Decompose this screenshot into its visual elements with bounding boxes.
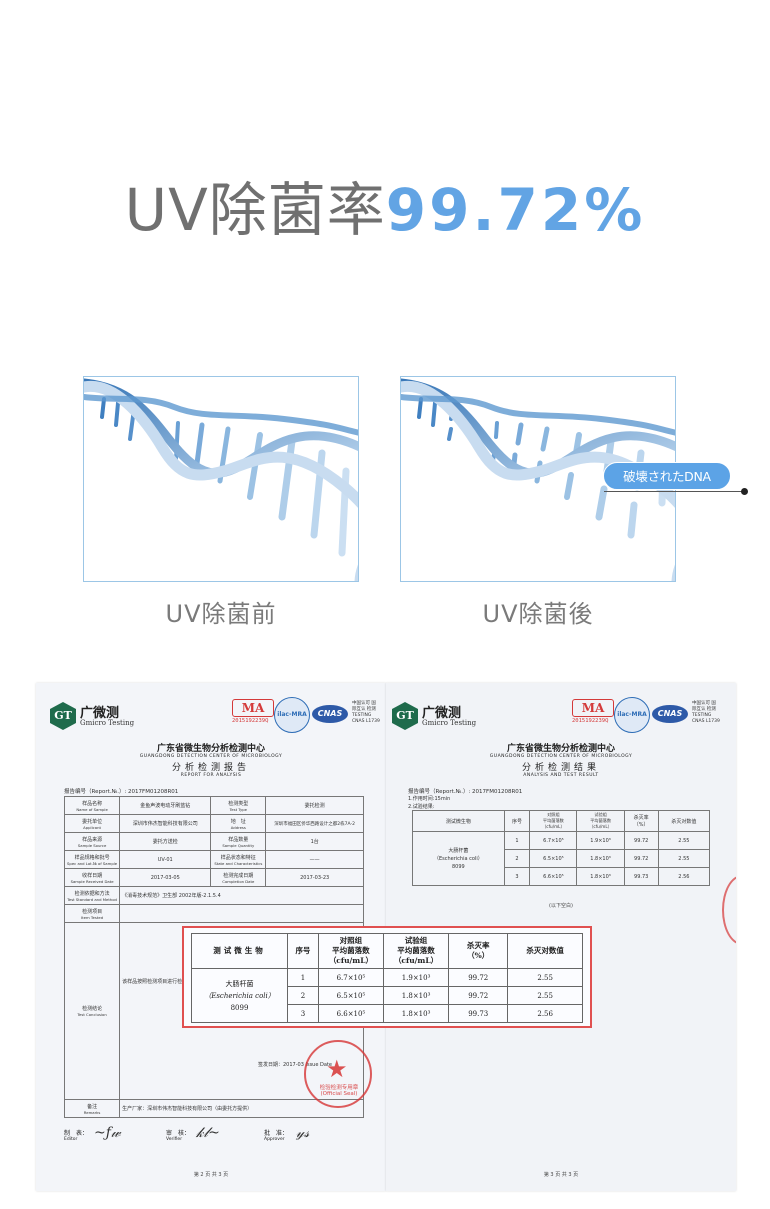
table-row: 3 6.6×10⁵ 1.8×10³ 99.73 2.56: [192, 1004, 583, 1023]
result-table-small: 测试微生物 序号 对照组 平均菌落数 （cfu/mL） 试验组 平均菌落数 （c…: [412, 810, 711, 886]
center-title-en: GUANGDONG DETECTION CENTER OF MICROBIOLO…: [489, 754, 633, 759]
gt-logo-icon: GT: [392, 702, 418, 730]
logo-cn: 广微测: [80, 706, 120, 721]
headline-prefix: UV除菌率: [124, 176, 386, 244]
verifier-label: 审 核：Verifier: [166, 1130, 191, 1142]
center-title: 广东省微生物分析检测中心: [156, 744, 265, 754]
cnas-caption: 中国认可 国际互认 检测 TESTING CNAS L1739: [352, 701, 380, 724]
ilac-mra-icon: ilac-MRA: [274, 697, 310, 733]
ma-cert-icon: MA: [572, 699, 614, 717]
result-table: 测试微生物 序号 对照组 平均菌落数 （cfu/mL） 试验组 平均菌落数 （c…: [190, 933, 583, 1023]
header-no: 序号: [287, 933, 319, 969]
result-heading: 2.试验结果:: [408, 804, 435, 810]
logo-en: Gmicro Testing: [422, 719, 477, 727]
table-row: 大肠杆菌（Escherichia coli）8099 1 6.7×10⁵ 1.9…: [190, 968, 583, 1023]
dna-after-image: [400, 376, 676, 582]
ma-cert-icon: MA: [232, 699, 274, 717]
approver-label: 批 准：Approver: [264, 1130, 289, 1142]
caption-after: UV除菌後: [482, 600, 594, 628]
header-kill-rate: 杀灭率 （%）: [448, 933, 509, 969]
logo-en: Gmicro Testing: [80, 719, 135, 727]
highlighted-result-table: 测试微生物 序号 对照组 平均菌落数 （cfu/mL） 试验组 平均菌落数 （c…: [182, 926, 592, 1028]
dna-before-image: [83, 376, 359, 582]
seal-star-icon: ★: [326, 1055, 348, 1083]
cnas-caption: 中国认可 国际互认 检测 TESTING CNAS L1739: [692, 701, 720, 724]
below-blank-note: (以下空白): [549, 903, 573, 909]
edge-seal-icon: [722, 875, 736, 945]
official-seal-icon: [304, 1040, 372, 1108]
report-subtitle: 分析检测结果: [521, 763, 600, 773]
center-title: 广东省微生物分析检测中心: [506, 744, 615, 754]
page-number: 第 2 页 共 3 页: [193, 1172, 229, 1178]
header-organism: 测试微生物: [190, 933, 289, 969]
ma-number: 2015192239Q: [232, 718, 269, 724]
badge-leader-line: [604, 491, 744, 492]
header-log: 杀灭对数值: [507, 933, 583, 969]
broken-dna-badge: 破壊されたDNA: [603, 462, 731, 490]
report-subtitle: 分析检测报告: [171, 763, 250, 773]
organism-cell: 大肠杆菌（Escherichia coli）8099: [190, 968, 289, 1023]
cnas-icon: CNAS: [312, 705, 348, 723]
table-header-row: 测试微生物 序号 对照组 平均菌落数 （cfu/mL） 试验组 平均菌落数 （c…: [190, 933, 583, 969]
report-subtitle-en: ANALYSIS AND TEST RESULT: [523, 773, 599, 778]
report-number: 报告编号（Report.№.）: 2017FM01208R01: [408, 789, 523, 795]
table-row: 3 6.6×10⁵ 1.8×10³ 99.73 2.56: [413, 867, 711, 886]
header-test: 试验组 平均菌落数 （cfu/mL）: [382, 933, 450, 969]
cnas-icon: CNAS: [652, 705, 688, 723]
dna-helix-intact: [84, 378, 358, 581]
seal-text: 检验检测专用章(Official Seal): [319, 1085, 359, 1097]
center-title-en: GUANGDONG DETECTION CENTER OF MICROBIOLO…: [139, 754, 283, 759]
table-row: 测试微生物 序号 对照组 平均菌落数 （cfu/mL） 试验组 平均菌落数 （c…: [412, 810, 711, 832]
header-control: 对照组 平均菌落数 （cfu/mL）: [317, 933, 384, 969]
editor-label: 制 表：Editor: [64, 1130, 89, 1142]
exposure-time: 1.作用时间:15min: [408, 796, 451, 802]
ma-number: 2015192239Q: [572, 718, 609, 724]
gt-logo-icon: GT: [50, 702, 76, 730]
approver-signature-icon: 𝓎𝓈: [296, 1125, 310, 1141]
report-number: 报告编号（Report.№.）: 2017FM01208R01: [64, 789, 179, 795]
page-number: 第 3 页 共 3 页: [543, 1172, 579, 1178]
badge-leader-dot: [741, 488, 748, 495]
caption-before: UV除菌前: [165, 600, 277, 628]
editor-signature-icon: ~ƒ𝓌: [94, 1125, 121, 1141]
headline-rate: 99.72%: [385, 176, 646, 244]
table-row: 大肠杆菌（Escherichia coli）8099 1 6.7×10⁵ 1.9…: [412, 831, 711, 886]
logo-cn: 广微测: [422, 706, 462, 721]
ilac-mra-icon: ilac-MRA: [614, 697, 650, 733]
verifier-signature-icon: 𝓀𝓁~: [196, 1125, 220, 1141]
headline: UV除菌率99.72%: [0, 170, 770, 250]
report-subtitle-en: REPORT FOR ANALYSIS: [180, 773, 242, 778]
